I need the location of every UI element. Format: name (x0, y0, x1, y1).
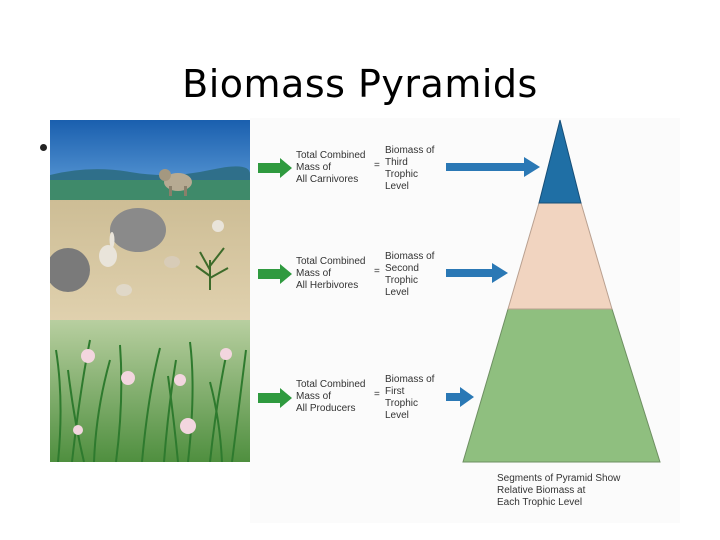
first-trophic-biomass-label: Biomass of First Trophic Level (385, 374, 435, 421)
rabbit-figure (212, 220, 224, 232)
second-trophic-biomass-label: Biomass of Second Trophic Level (385, 251, 435, 298)
rock (110, 208, 166, 252)
pyramid-segment-second-level (507, 202, 613, 310)
grass-horizon (50, 180, 250, 202)
coyote-figure (159, 169, 192, 196)
blue-arrow-icon (446, 263, 508, 283)
carnivores-total-label: Total Combined Mass of All Carnivores (296, 150, 366, 185)
third-trophic-biomass-label: Biomass of Third Trophic Level (385, 145, 435, 192)
equals-sign: = (374, 266, 380, 277)
blue-arrow-icon (446, 387, 474, 407)
green-arrow-icon (258, 388, 292, 408)
rabbit-figure (116, 284, 132, 296)
shrub (195, 247, 229, 290)
equals-sign: = (374, 389, 380, 400)
rabbit-figure (164, 256, 180, 268)
ecosystem-illustration (50, 120, 250, 462)
pyramid-caption: Segments of Pyramid Show Relative Biomas… (497, 473, 621, 508)
rock (50, 248, 90, 292)
pyramid-segment-first-level (462, 308, 661, 463)
blue-arrow-icon (446, 157, 540, 177)
biomass-pyramid (462, 119, 661, 463)
rabbit-figure (99, 232, 117, 267)
bullet-point (40, 144, 47, 151)
green-arrow-icon (258, 264, 292, 284)
flowers (73, 348, 232, 435)
producers-total-label: Total Combined Mass of All Producers (296, 379, 366, 414)
pyramid-segment-third-level (538, 119, 582, 204)
slide-title: Biomass Pyramids (182, 62, 538, 106)
equals-sign: = (374, 160, 380, 171)
herbivores-total-label: Total Combined Mass of All Herbivores (296, 256, 366, 291)
green-arrow-icon (258, 158, 292, 178)
